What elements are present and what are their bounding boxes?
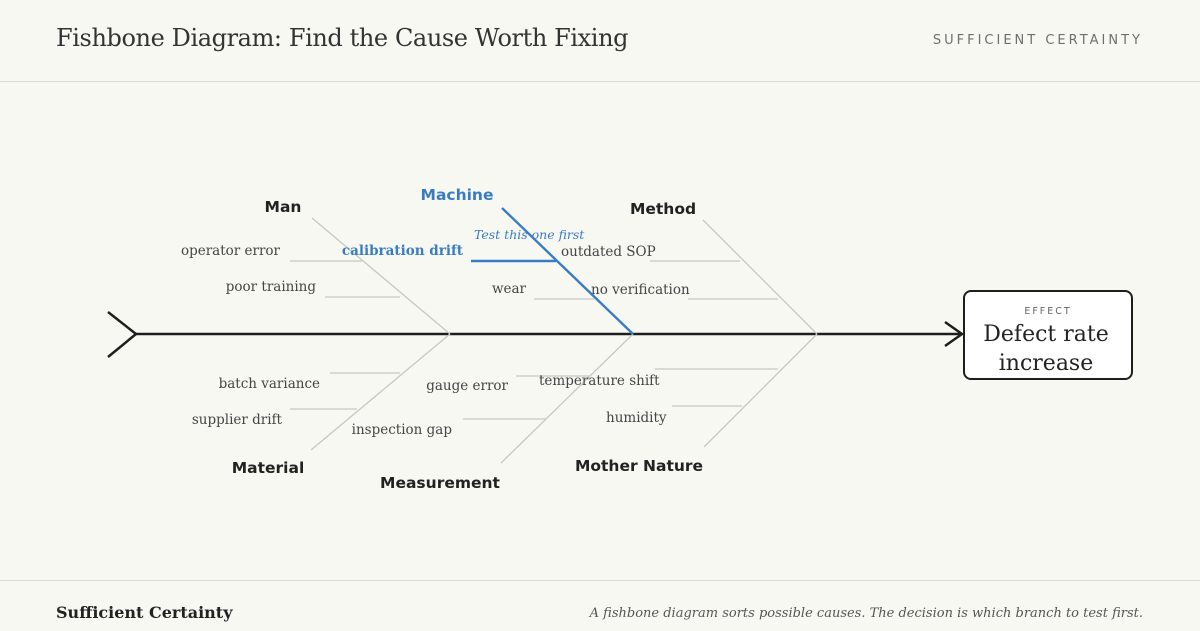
cause-batch-variance: batch variance <box>219 376 320 392</box>
category-label-mother-nature: Mother Nature <box>575 457 703 475</box>
cause-wear: wear <box>492 281 527 297</box>
bone-man <box>311 217 451 335</box>
branch-material: Material batch variance supplier drift <box>192 333 451 477</box>
cause-operator-error: operator error <box>181 243 281 259</box>
spine <box>107 311 965 358</box>
brand-wordmark: SUFFICIENT CERTAINTY <box>932 33 1143 48</box>
annotation-test-first: Test this one first <box>474 227 585 242</box>
cause-supplier-drift: supplier drift <box>192 412 283 428</box>
cause-poor-training: poor training <box>226 279 317 295</box>
cause-humidity: humidity <box>606 410 667 426</box>
header: Fishbone Diagram: Find the Cause Worth F… <box>0 0 1200 82</box>
bone-material <box>310 333 451 451</box>
branch-method: Method outdated SOP no verification <box>561 200 818 335</box>
footer: Sufficient Certainty A fishbone diagram … <box>0 580 1200 631</box>
cause-calibration-drift: calibration drift <box>342 243 464 259</box>
branch-machine: Machine calibration drift wear Test this… <box>342 186 634 335</box>
cause-inspection-gap: inspection gap <box>352 422 452 438</box>
category-label-man: Man <box>265 198 302 216</box>
category-label-measurement: Measurement <box>380 474 501 492</box>
footer-brand: Sufficient Certainty <box>56 603 233 622</box>
page-title: Fishbone Diagram: Find the Cause Worth F… <box>56 24 629 52</box>
cause-temperature-shift: temperature shift <box>539 373 660 389</box>
category-label-material: Material <box>232 459 305 477</box>
cause-no-verification: no verification <box>591 282 690 298</box>
effect-text-line2: increase <box>999 351 1094 376</box>
bone-method <box>702 219 818 335</box>
bone-machine <box>501 207 634 335</box>
effect-box-frame <box>963 290 1133 380</box>
bone-mother-nature <box>703 333 818 448</box>
effect-box: EFFECT Defect rate increase <box>963 290 1133 380</box>
footer-caption: A fishbone diagram sorts possible causes… <box>589 606 1143 621</box>
cause-gauge-error: gauge error <box>426 378 508 394</box>
effect-label: EFFECT <box>1024 306 1071 317</box>
fish-tail <box>107 311 138 358</box>
spine-arrowhead <box>944 320 965 348</box>
cause-outdated-sop: outdated SOP <box>561 244 656 260</box>
effect-text-line1: Defect rate <box>983 322 1108 347</box>
category-label-machine: Machine <box>421 186 494 204</box>
category-label-method: Method <box>630 200 696 218</box>
branch-man: Man operator error poor training <box>181 198 451 335</box>
branch-measurement: Measurement gauge error inspection gap <box>352 333 634 492</box>
branch-mother-nature: Mother Nature temperature shift humidity <box>539 333 818 475</box>
bone-measurement <box>500 333 634 464</box>
